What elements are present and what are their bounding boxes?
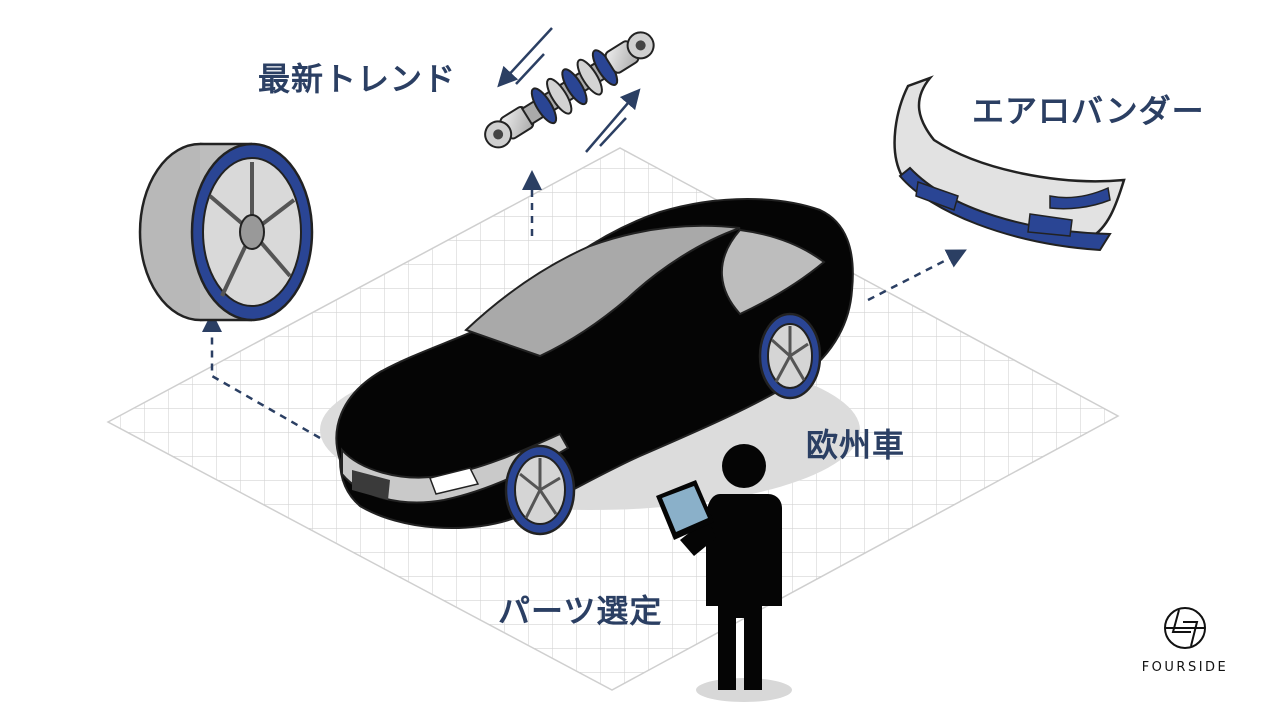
dashed-arrow-to-wheel — [202, 312, 321, 440]
brand-logo-mark — [1164, 607, 1206, 649]
tablet — [656, 480, 714, 540]
wheel-icon — [138, 142, 314, 322]
dashed-arrow-to-bumper — [867, 249, 967, 302]
car-rear-wheel — [758, 312, 822, 400]
person-with-tablet-icon — [656, 444, 792, 702]
parts-selection-label: パーツ選定 — [498, 592, 663, 630]
shock-absorber-icon — [484, 31, 655, 149]
aero-bumper-label: エアロバンダー — [972, 92, 1205, 130]
motion-arrows — [497, 27, 641, 153]
trend-label: 最新トレンド — [258, 60, 457, 98]
car-icon — [320, 198, 860, 536]
front-bumper-icon — [893, 75, 1126, 252]
brand-name: FOURSIDE — [1141, 660, 1229, 675]
brand-logo: FOURSIDE — [1130, 606, 1240, 675]
european-car-label: 欧州車 — [806, 426, 906, 464]
car-front-wheel — [504, 444, 576, 536]
